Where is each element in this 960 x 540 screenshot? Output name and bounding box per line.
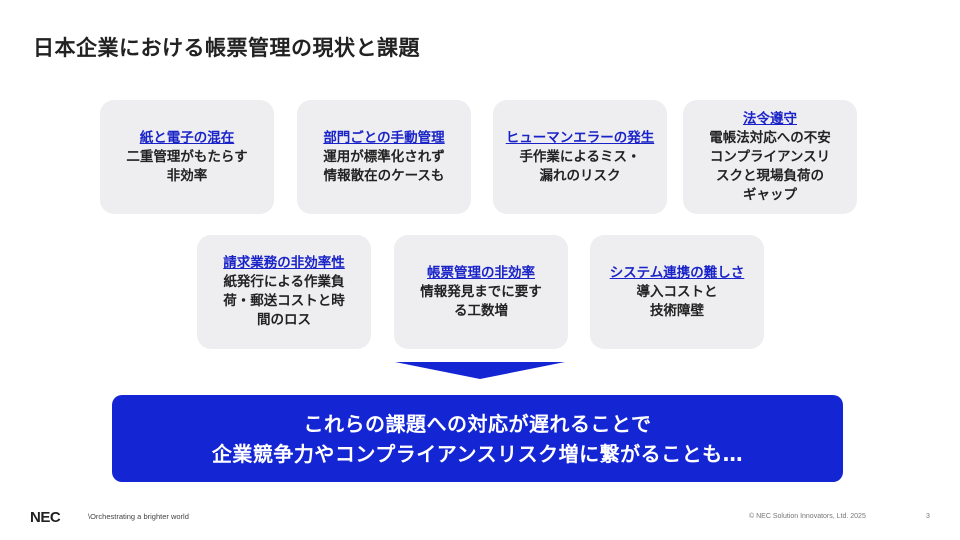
issue-card-text: 技術障壁: [650, 302, 704, 319]
issue-card-heading[interactable]: 帳票管理の非効率: [427, 264, 535, 281]
issue-card-heading[interactable]: システム連携の難しさ: [609, 264, 745, 281]
issue-card: 請求業務の非効率性紙発行による作業負荷・郵送コストと時間のロス: [197, 235, 371, 349]
issue-card-text: 導入コストと: [636, 283, 718, 300]
issue-card: 法令遵守電帳法対応への不安コンプライアンスリスクと現場負荷のギャップ: [683, 100, 857, 214]
issue-card-heading[interactable]: 請求業務の非効率性: [223, 255, 345, 271]
issue-card-heading[interactable]: 紙と電子の混在: [139, 129, 235, 146]
issue-card-heading[interactable]: 部門ごとの手動管理: [323, 129, 445, 146]
issue-card-text: 情報散在のケースも: [323, 167, 445, 184]
nec-logo: NEC: [30, 509, 61, 526]
issue-card-text: スクと現場負荷の: [716, 167, 824, 184]
issue-card-text: 手作業によるミス・: [519, 148, 641, 165]
issue-card-text: 非効率: [166, 167, 208, 184]
slide-title: 日本企業における帳票管理の現状と課題: [33, 36, 420, 60]
issue-card-text: コンプライアンスリ: [709, 148, 831, 165]
issue-card: 紙と電子の混在二重管理がもたらす非効率: [100, 100, 274, 214]
banner-line: これらの課題への対応が遅れることで: [303, 411, 652, 436]
issue-card: システム連携の難しさ導入コストと技術障壁: [590, 235, 764, 349]
conclusion-banner: これらの課題への対応が遅れることで 企業競争力やコンプライアンスリスク増に繋がる…: [112, 395, 843, 482]
issue-card-text: 漏れのリスク: [539, 167, 621, 184]
issue-card-text: 間のロス: [257, 312, 311, 328]
down-arrow-icon: [395, 362, 565, 379]
tagline: \Orchestrating a brighter world: [88, 512, 189, 521]
issue-card-text: 電帳法対応への不安: [709, 129, 831, 146]
banner-line: 企業競争力やコンプライアンスリスク増に繋がることも…: [211, 441, 744, 466]
issue-card-text: る工数増: [454, 302, 508, 319]
issue-card: 部門ごとの手動管理運用が標準化されず情報散在のケースも: [297, 100, 471, 214]
issue-card-text: 紙発行による作業負: [223, 274, 345, 290]
issue-card: 帳票管理の非効率情報発見までに要する工数増: [394, 235, 568, 349]
issue-card-text: ギャップ: [743, 186, 797, 203]
issue-card-heading[interactable]: ヒューマンエラーの発生: [505, 129, 655, 146]
issue-card-text: 荷・郵送コストと時: [223, 293, 345, 309]
issue-card-heading[interactable]: 法令遵守: [743, 110, 797, 127]
issue-card-text: 情報発見までに要す: [420, 283, 542, 300]
issue-card: ヒューマンエラーの発生手作業によるミス・漏れのリスク: [493, 100, 667, 214]
issue-card-text: 二重管理がもたらす: [126, 148, 248, 165]
copyright: © NEC Solution Innovators, Ltd. 2025: [749, 513, 866, 520]
issue-card-text: 運用が標準化されず: [323, 148, 445, 165]
page-number: 3: [926, 513, 930, 520]
